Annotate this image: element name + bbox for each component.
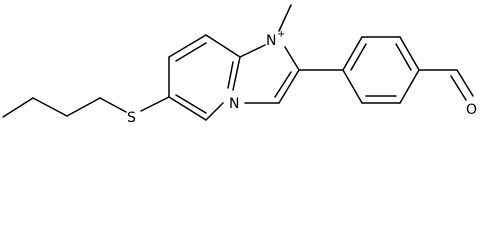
bond-c5-n4 [205, 102, 224, 121]
atom-n1-charge: + [277, 29, 285, 40]
bond-ph-4 [399, 69, 420, 104]
bond-butyl-3 [66, 97, 101, 117]
bond-s-c6 [140, 96, 170, 112]
bond-butyl-1 [2, 97, 34, 118]
atom-labels: N + N S O [127, 29, 477, 126]
atom-n1: N [266, 33, 276, 49]
atom-oxygen: O [466, 102, 477, 118]
bond-c2-c3 [278, 69, 300, 104]
bond-c8a-n4 [232, 56, 241, 91]
molecule-drawing: N + N S O [2, 4, 477, 126]
bond-ph-1 [342, 36, 363, 71]
bond-ph-6 [342, 69, 363, 104]
bond-n1-methyl [278, 4, 292, 32]
bond-c6-c5 [168, 96, 207, 121]
bond-ph-3 [399, 36, 420, 71]
bond-butyl-s [99, 97, 127, 113]
bond-c6-c5-inner [175, 94, 207, 114]
bonds [2, 4, 474, 121]
atom-n4: N [229, 96, 239, 112]
bond-c-o [456, 69, 474, 97]
bond-ph-1-inner [350, 43, 367, 71]
atom-sulfur: S [127, 110, 136, 126]
bond-c8a-n1 [239, 44, 266, 58]
bond-c2-c3-inner [274, 71, 292, 98]
bond-c8a-n4-inner [227, 61, 234, 89]
bond-n1-c2 [284, 46, 300, 71]
bond-ph-3-inner [395, 43, 412, 71]
bond-c8-c8a [205, 34, 241, 58]
bond-c-o-double [450, 75, 467, 101]
structure-diagram: N + N S O [2, 4, 477, 126]
bond-butyl-2 [32, 97, 68, 117]
bond-c7-c8 [168, 34, 207, 58]
bond-c7-c8-inner [175, 42, 207, 62]
